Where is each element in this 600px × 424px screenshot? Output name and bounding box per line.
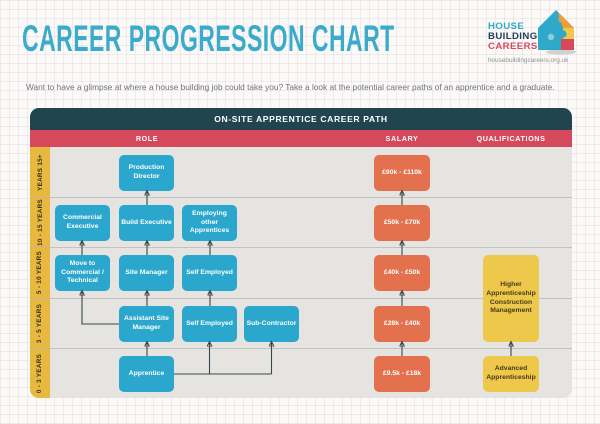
role-box-production-director: Production Director [119,155,174,191]
qualification-box-higher-apprenticeship: Higher Apprenticeship Construction Manag… [483,255,539,342]
column-header-bar: ROLE SALARY QUALIFICATIONS [30,130,572,147]
years-band [30,147,50,398]
salary-box-28k-40k: £28k - £40k [374,306,430,342]
role-box-apprentice: Apprentice [119,356,174,392]
role-box-commercial-executive: Commercial Executive [55,205,110,241]
year-band-5-10: 5 - 10 YEARS [36,250,44,295]
salary-box-90k-110k: £90k - £110k [374,155,430,191]
flow-arrows [30,108,572,375]
panel-title: ON-SITE APPRENTICE CAREER PATH [30,108,572,130]
role-box-sub-contractor: Sub-Contractor [244,306,299,342]
role-box-build-executive: Build Executive [119,205,174,241]
column-header-salary: SALARY [385,134,419,143]
year-band-10-15: 10 - 15 YEARS [36,198,44,246]
year-band-15plus: YEARS 15+ [36,153,44,191]
row-separator [30,197,572,198]
row-separator [30,247,572,248]
career-path-panel: ON-SITE APPRENTICE CAREER PATH ROLE SALA… [30,108,572,398]
role-box-employing-other-apprentices: Employing other Apprentices [182,205,237,241]
role-box-move-to-commercial-technical: Move to Commercial / Technical [55,255,110,291]
logo-word-careers: CAREERS [488,41,538,53]
year-band-3-5: 3 - 5 YEARS [36,303,44,343]
role-box-assistant-site-manager: Assistant Site Manager [119,306,174,342]
column-header-role: ROLE [135,134,159,143]
salary-box-50k-70k: £50k - £70k [374,205,430,241]
column-header-qualifications: QUALIFICATIONS [476,134,546,143]
row-separator [30,298,572,299]
logo-url: housebuildingcareers.org.uk [488,57,569,64]
page-title: CAREER PROGRESSION CHART [22,18,395,60]
year-band-0-3: 0 - 3 YEARS [36,353,44,393]
salary-box-40k-50k: £40k - £50k [374,255,430,291]
qualification-box-advanced-apprenticeship: Advanced Apprenticeship [483,356,539,392]
role-box-self-employed-3-5: Self Employed [182,306,237,342]
intro-text: Want to have a glimpse at where a house … [26,82,555,92]
role-box-site-manager: Site Manager [119,255,174,291]
role-box-self-employed-5-10: Self Employed [182,255,237,291]
salary-box-9.5k-18k: £9.5k - £18k [374,356,430,392]
row-separator [30,348,572,349]
logo-wordmark: HOUSE BUILDING CAREERS [488,21,538,53]
puzzle-house-icon [534,7,578,62]
logo-word-building: BUILDING [488,31,538,43]
logo-word-house: HOUSE [488,21,525,32]
